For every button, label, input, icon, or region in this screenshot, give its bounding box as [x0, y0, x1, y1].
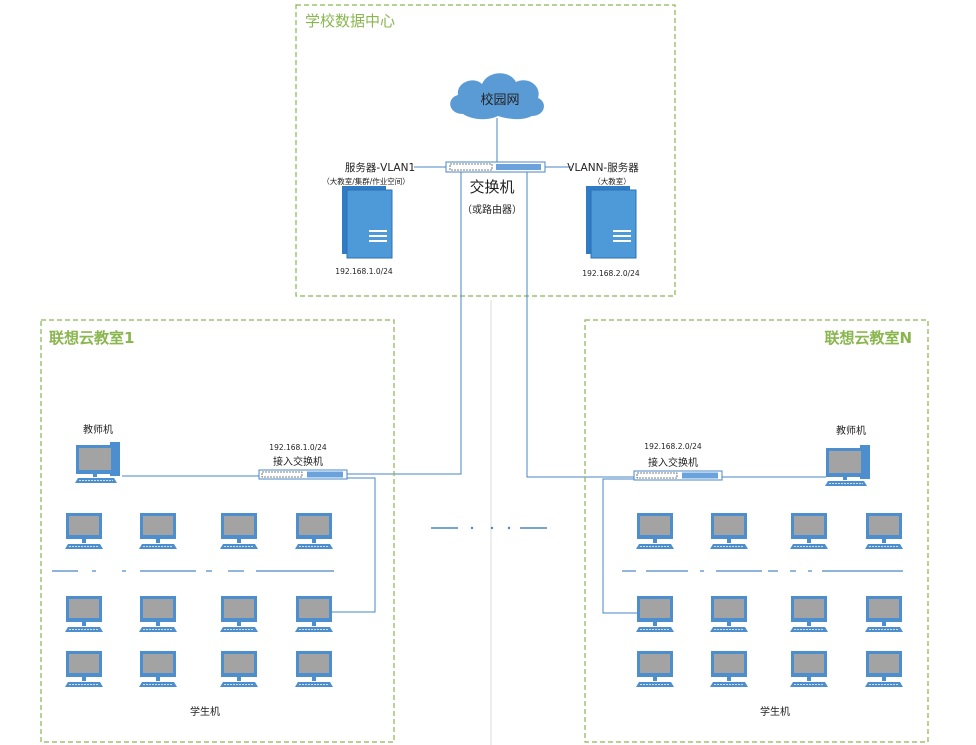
student-pc-icon: [635, 595, 675, 633]
student-pc-icon: [635, 650, 675, 688]
core-switch-label: 交换机: [469, 178, 514, 196]
classroom-n-student-pcs: [635, 512, 904, 688]
classroom-1-switch-label: 接入交换机: [273, 455, 323, 468]
student-pc-icon: [635, 512, 675, 550]
classroom-1-title: 联想云教室1: [49, 329, 134, 347]
student-pc-icon: [789, 595, 829, 633]
left-server-ip: 192.168.1.0/24: [335, 267, 393, 276]
student-pc-icon: [219, 512, 259, 550]
classroom-1-student-pcs: [64, 512, 334, 688]
student-pc-icon: [64, 595, 104, 633]
left-server-label: 服务器-VLAN1: [345, 161, 415, 174]
student-pc-icon: [864, 650, 904, 688]
uplink-classroom-1: [346, 172, 462, 475]
student-pc-icon: [709, 595, 749, 633]
ellipsis-separator: [431, 526, 547, 530]
data-center-title: 学校数据中心: [305, 12, 395, 30]
classroom-1-group: 联想云教室1 教师机 192.168.1.0/24 接入交换机: [40, 319, 395, 743]
classroom-n-group: 联想云教室N 教师机 192.168.2.0/24 接入交换机: [584, 319, 929, 743]
classroom-1-box: [40, 319, 395, 743]
classroom-n-students-label: 学生机: [760, 705, 790, 718]
data-center-group: 学校数据中心 校园网 交换机 （或路由器） 服务器-VLAN1 （大教室/集群/…: [295, 4, 676, 297]
student-pc-icon: [789, 650, 829, 688]
student-pc-icon: [789, 512, 829, 550]
right-server-sublabel: （大教室）: [593, 176, 631, 186]
student-pc-icon: [709, 650, 749, 688]
student-pc-icon: [709, 512, 749, 550]
student-pc-icon: [138, 650, 178, 688]
classroom-n-title: 联想云教室N: [824, 329, 912, 347]
classroom-1-access-switch-icon: [258, 469, 348, 480]
classroom-n-box: [584, 319, 929, 743]
core-switch-sublabel: （或路由器）: [462, 203, 522, 216]
student-pc-icon: [138, 595, 178, 633]
student-pc-icon: [219, 650, 259, 688]
student-pc-icon: [294, 650, 334, 688]
classroom-1-switch-ip: 192.168.1.0/24: [269, 443, 327, 452]
classroom-1-students-label: 学生机: [190, 705, 220, 718]
student-pc-icon: [294, 512, 334, 550]
student-pc-icon: [64, 512, 104, 550]
campus-network-label: 校园网: [480, 92, 519, 108]
left-server-sublabel: （大教室/集群/作业空间）: [322, 176, 410, 186]
data-center-box: [295, 4, 676, 297]
right-server-icon: [585, 185, 637, 259]
student-pc-icon: [294, 595, 334, 633]
right-server-ip: 192.168.2.0/24: [582, 269, 640, 278]
classroom-n-access-switch-icon: [633, 470, 723, 481]
classroom-1-teacher-label: 教师机: [83, 423, 113, 436]
student-pc-icon: [219, 595, 259, 633]
classroom-n-switch-label: 接入交换机: [648, 456, 698, 469]
uplink-classroom-n: [526, 172, 635, 478]
classroom-n-teacher-pc-icon: [824, 444, 871, 487]
student-pc-icon: [864, 595, 904, 633]
classroom-n-teacher-label: 教师机: [836, 424, 866, 437]
campus-network-cloud-icon: [450, 73, 544, 120]
core-switch-icon: [445, 161, 546, 173]
classroom-n-switch-ip: 192.168.2.0/24: [644, 442, 702, 451]
student-pc-icon: [864, 512, 904, 550]
left-server-icon: [341, 185, 393, 259]
student-pc-icon: [64, 650, 104, 688]
right-server-label: VLANN-服务器: [567, 161, 639, 174]
classroom-1-teacher-pc-icon: [74, 441, 121, 484]
student-pc-icon: [138, 512, 178, 550]
